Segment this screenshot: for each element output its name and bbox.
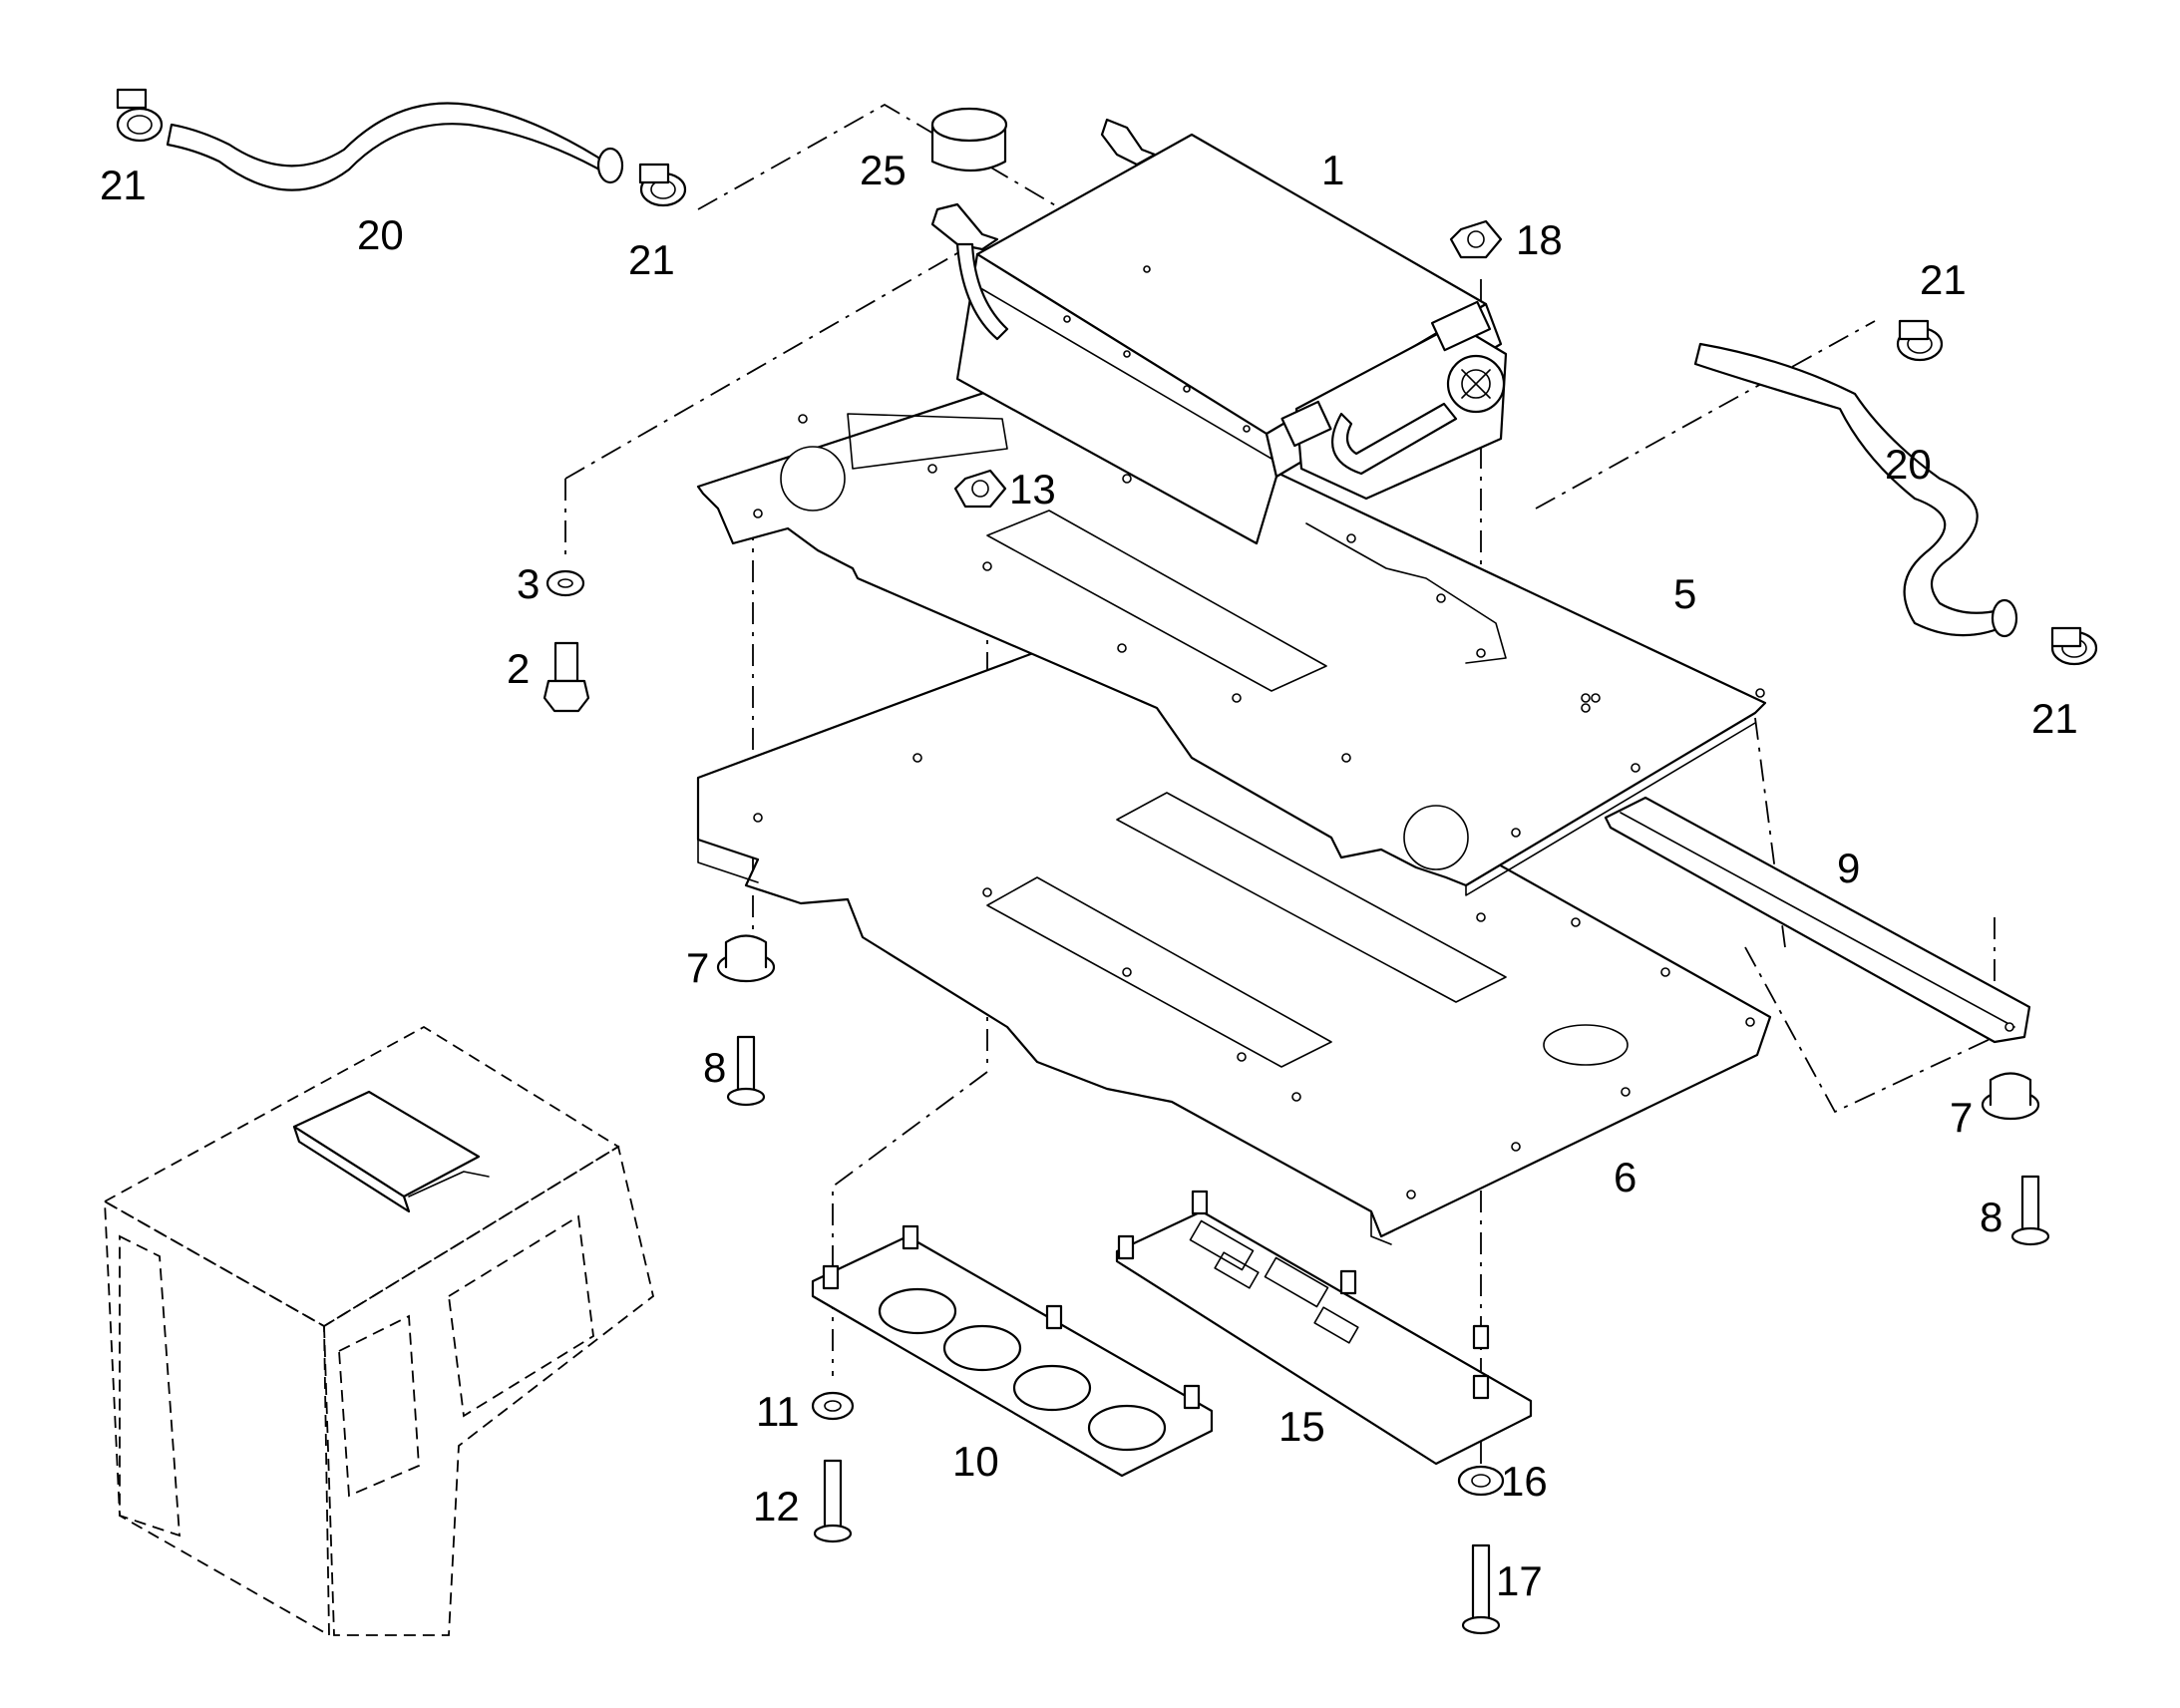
callout-20-left: 20: [357, 211, 404, 258]
heater-unit: [930, 118, 1508, 545]
plate6-holes: [753, 753, 1755, 1199]
nut-13-icon: [953, 469, 1007, 509]
callout-21-mid-left: 21: [628, 236, 675, 283]
callout-8-right: 8: [1980, 1194, 2002, 1240]
callout-17: 17: [1496, 1557, 1543, 1604]
callout-10: 10: [952, 1438, 999, 1485]
hose-clamp-icon: [638, 163, 687, 207]
bolt-17-icon: [1461, 1543, 1501, 1635]
grommet-7-icon: [716, 934, 776, 983]
callout-5: 5: [1673, 570, 1696, 617]
hose-clamp-icon: [2050, 626, 2098, 666]
callout-18: 18: [1516, 216, 1563, 263]
callout-20-right: 20: [1885, 441, 1932, 488]
washer-16-icon: [1457, 1465, 1505, 1497]
callout-9: 9: [1837, 845, 1860, 891]
bolt-12-icon: [813, 1459, 853, 1543]
heater-blower-housing: [1280, 300, 1508, 501]
bolt-8-icon: [2010, 1175, 2050, 1246]
fasteners: [543, 219, 2050, 1635]
callout-6: 6: [1614, 1154, 1636, 1200]
callout-11: 11: [756, 1388, 800, 1435]
callout-16: 16: [1501, 1458, 1548, 1505]
callout-15: 15: [1278, 1403, 1325, 1450]
callout-7-right: 7: [1950, 1094, 1973, 1141]
hose-right: [1693, 342, 2018, 638]
washer-3-icon: [545, 569, 585, 597]
grommet-7-icon: [1981, 1072, 2040, 1121]
cab-outline: [103, 1025, 655, 1637]
bolt-8-icon: [726, 1035, 766, 1107]
callout-25: 25: [860, 147, 907, 193]
vent-plate-round: [811, 1224, 1214, 1478]
callout-1: 1: [1321, 147, 1344, 193]
callout-3: 3: [517, 560, 540, 607]
slot-cover-strip: [1604, 796, 2031, 1044]
plate5-holes: [753, 414, 1765, 838]
callout-12: 12: [753, 1483, 800, 1530]
sleeve: [930, 107, 1008, 171]
callout-2: 2: [507, 645, 530, 692]
heater-holes: [1063, 265, 1251, 433]
lower-floor-plate: [696, 631, 1772, 1245]
hose-clamp-icon: [1896, 319, 1944, 362]
hose-left: [166, 102, 624, 191]
vent-plate-rectangular: [1115, 1190, 1533, 1466]
hose-clamps: [116, 88, 2098, 666]
nut-18-icon: [1449, 219, 1503, 259]
washer-11-icon: [811, 1391, 855, 1421]
callout-21-bottom-right: 21: [2031, 695, 2078, 742]
callout-13: 13: [1009, 466, 1056, 512]
callout-labels: 1 2 3 5 6 7 7 8 8 9 10 11 12 13 15 16 17…: [100, 147, 2078, 1604]
bolt-2-icon: [543, 641, 590, 713]
callout-8-left: 8: [703, 1044, 726, 1091]
callout-21-top-right: 21: [1920, 256, 1967, 303]
callout-21-top-left: 21: [100, 162, 147, 208]
callout-7-left: 7: [686, 944, 709, 991]
hose-clamp-icon: [116, 88, 164, 143]
